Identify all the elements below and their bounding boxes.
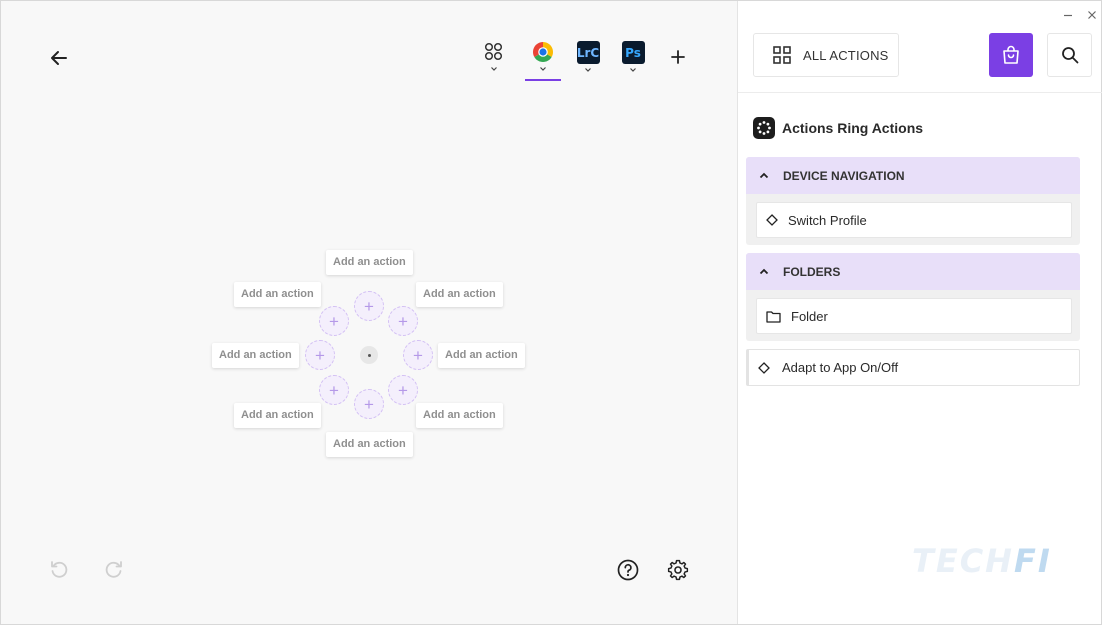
arrow-left-icon — [51, 51, 67, 65]
ring-slot-top-button[interactable]: + — [354, 291, 384, 321]
undo-button[interactable] — [47, 557, 71, 581]
group-title: DEVICE NAVIGATION — [783, 168, 905, 183]
watermark-text-a: TECH — [912, 542, 1014, 580]
watermark-text-b: FI — [1013, 542, 1052, 580]
group-header-folders[interactable]: FOLDERS — [746, 253, 1080, 290]
panel-divider — [738, 92, 1102, 93]
redo-icon — [105, 561, 122, 578]
chevron-down-icon — [540, 67, 546, 71]
shopping-bag-icon — [1003, 45, 1019, 64]
close-icon — [1088, 11, 1096, 19]
actions-panel: ALL ACTIONS Actions R — [737, 1, 1102, 624]
all-actions-button[interactable]: ALL ACTIONS — [753, 33, 899, 77]
settings-button[interactable] — [665, 557, 691, 583]
slot-label-right[interactable]: Add an action — [438, 343, 525, 368]
action-adapt-to-app[interactable]: Adapt to App On/Off — [746, 349, 1080, 386]
action-label: Adapt to App On/Off — [782, 360, 899, 375]
chevron-down-icon — [585, 68, 591, 72]
gear-icon — [667, 559, 689, 581]
chrome-icon — [533, 42, 553, 62]
lightroom-classic-icon: LrC — [576, 41, 600, 64]
action-folder[interactable]: Folder — [756, 298, 1072, 334]
apps-grid-icon — [484, 42, 503, 61]
group-title: FOLDERS — [783, 264, 841, 279]
slot-label-bottom-right[interactable]: Add an action — [416, 403, 503, 428]
ring-slot-top-left-button[interactable]: + — [319, 306, 349, 336]
chevron-down-icon — [630, 68, 636, 72]
ring-slot-bottom-right-button[interactable]: + — [388, 375, 418, 405]
group-header-device-navigation[interactable]: DEVICE NAVIGATION — [746, 157, 1080, 194]
search-icon — [1061, 47, 1078, 64]
plus-icon: + — [315, 345, 325, 365]
slot-label-top-left[interactable]: Add an action — [234, 282, 321, 307]
action-switch-profile[interactable]: Switch Profile — [756, 202, 1072, 238]
plus-icon: + — [398, 380, 408, 400]
action-label: Folder — [791, 308, 828, 324]
plus-icon — [671, 50, 685, 64]
ring-slot-top-right-button[interactable]: + — [388, 306, 418, 336]
plus-icon: + — [398, 311, 408, 331]
slot-label-top[interactable]: Add an action — [326, 250, 413, 275]
plus-icon: + — [364, 394, 374, 414]
slot-label-bottom[interactable]: Add an action — [326, 432, 413, 457]
plus-icon: + — [329, 311, 339, 331]
tab-lightroom-classic[interactable]: LrC — [570, 41, 606, 81]
ring-editor-pane: LrC Ps Add an action Add an action Add a… — [1, 1, 737, 624]
slot-label-left[interactable]: Add an action — [212, 343, 299, 368]
minimize-icon — [1064, 14, 1072, 17]
ring-center — [360, 346, 378, 364]
group-folders: FOLDERS Folder — [746, 253, 1080, 341]
watermark: TECHFI — [912, 542, 1052, 580]
plus-icon: + — [413, 345, 423, 365]
plus-icon: + — [329, 380, 339, 400]
redo-button[interactable] — [102, 557, 126, 581]
diamond-icon — [758, 361, 770, 374]
undo-icon — [51, 561, 68, 578]
ring-slot-bottom-button[interactable]: + — [354, 389, 384, 419]
marketplace-button[interactable] — [989, 33, 1033, 77]
ring-slot-left-button[interactable]: + — [305, 340, 335, 370]
panel-title: Actions Ring Actions — [753, 117, 923, 139]
slot-label-top-right[interactable]: Add an action — [416, 282, 503, 307]
diamond-icon — [766, 214, 778, 226]
ring-slot-right-button[interactable]: + — [403, 340, 433, 370]
chevron-down-icon — [491, 67, 497, 71]
ring-slot-bottom-left-button[interactable]: + — [319, 375, 349, 405]
photoshop-icon: Ps — [621, 41, 645, 64]
group-device-navigation: DEVICE NAVIGATION Switch Profile — [746, 157, 1080, 245]
folder-icon — [766, 310, 781, 323]
slot-label-bottom-left[interactable]: Add an action — [234, 403, 321, 428]
all-actions-label: ALL ACTIONS — [803, 47, 889, 63]
back-button[interactable] — [45, 45, 73, 71]
add-app-button[interactable] — [668, 47, 688, 67]
tab-all-apps[interactable] — [476, 41, 512, 81]
help-button[interactable] — [615, 557, 641, 583]
help-icon — [617, 559, 639, 581]
grid-icon — [773, 46, 791, 64]
chevron-up-icon — [759, 268, 769, 275]
minimize-button[interactable] — [1060, 7, 1076, 23]
close-button[interactable] — [1084, 7, 1100, 23]
plus-icon: + — [364, 296, 374, 316]
action-label: Switch Profile — [788, 212, 867, 228]
tab-chrome[interactable] — [525, 41, 561, 81]
actions-ring-icon — [753, 117, 775, 139]
tab-photoshop[interactable]: Ps — [615, 41, 651, 81]
panel-title-text: Actions Ring Actions — [782, 120, 924, 136]
chevron-up-icon — [759, 172, 769, 179]
search-button[interactable] — [1047, 33, 1092, 77]
center-dot-icon — [367, 353, 371, 357]
